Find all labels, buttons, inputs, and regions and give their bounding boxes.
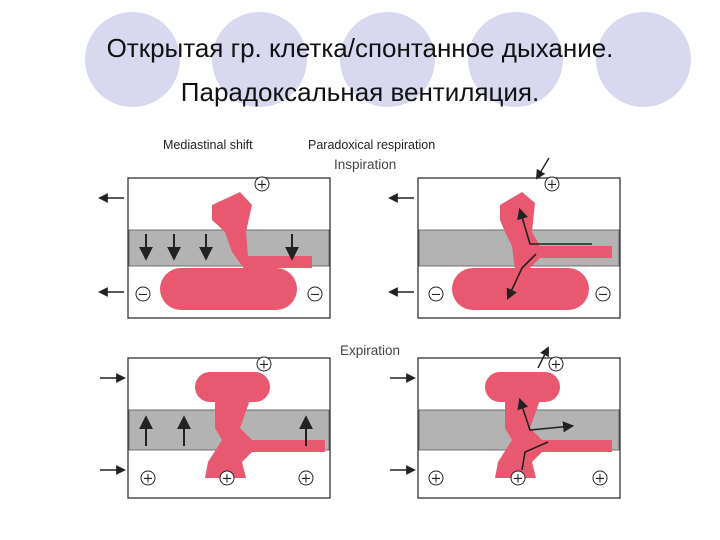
panel-paradoxical-expiration: + + + +	[390, 346, 621, 499]
decorative-circle	[340, 12, 435, 107]
sign-plus: +	[595, 472, 606, 487]
caption-mediastinal-shift: Mediastinal shift	[163, 138, 253, 152]
label-inspiration: Inspiration	[334, 157, 397, 172]
sign-minus: −	[138, 288, 149, 303]
slide-title-line-2: Парадоксальная вентиляция.	[180, 77, 540, 107]
sign-minus: −	[431, 288, 442, 303]
decorative-circle	[85, 12, 180, 107]
sign-minus: −	[598, 288, 609, 303]
sign-plus: +	[513, 472, 524, 487]
sign-plus: +	[551, 358, 562, 373]
sign-plus: +	[547, 178, 558, 193]
sign-plus: +	[222, 472, 233, 487]
sign-plus: +	[259, 358, 270, 373]
panel-mediastinal-inspiration: + − −	[98, 176, 331, 319]
slide-title-line-1: Открытая гр. клетка/спонтанное дыхание.	[106, 33, 614, 63]
label-expiration: Expiration	[340, 343, 401, 358]
decorative-circle	[468, 12, 563, 107]
panel-paradoxical-inspiration: + − −	[388, 157, 621, 319]
sign-plus: +	[431, 472, 442, 487]
panel-mediastinal-expiration: + + + +	[100, 356, 331, 499]
sign-plus: +	[143, 472, 154, 487]
decorative-circle	[596, 12, 691, 107]
sign-minus: −	[310, 288, 321, 303]
sign-plus: +	[301, 472, 312, 487]
decorative-circle	[212, 12, 307, 107]
sign-plus: +	[257, 178, 268, 193]
caption-paradoxical-respiration: Paradoxical respiration	[308, 138, 436, 152]
